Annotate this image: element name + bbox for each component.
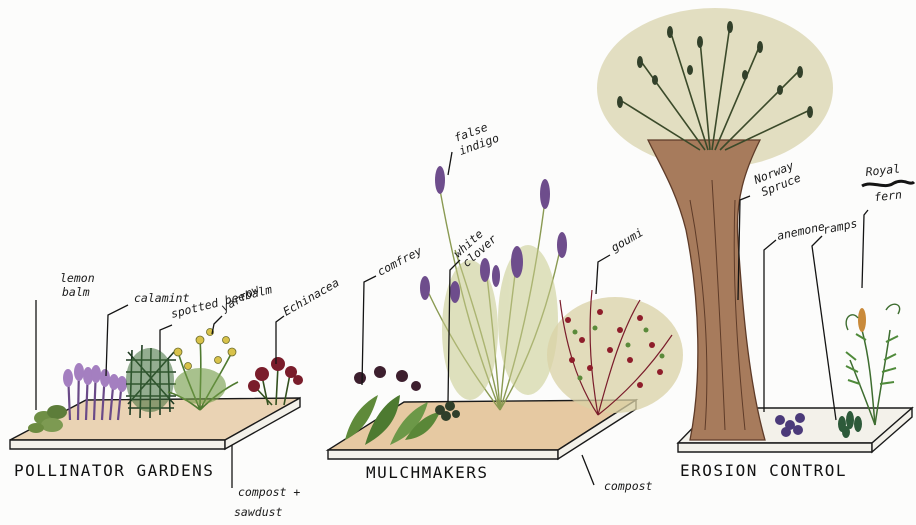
calamint-label: calamint [134,291,189,305]
lemon-balm-label: lemon balm [60,271,102,299]
royal-fern-plant [846,304,900,425]
echinacea-label: Echinacea [281,275,342,318]
erosion-control-title: EROSION CONTROL [680,461,847,480]
ramps-label: ramps [822,216,859,237]
false-indigo-foliage [442,245,558,400]
spotted-beebalm-foliage [126,348,174,412]
yarrow-leaves [174,368,226,404]
scribble-mark [862,181,914,186]
pollinator-gardens-title: POLLINATOR GARDENS [14,461,214,480]
comfrey-label: comfrey [375,243,424,278]
compost-sawdust-label: compost + sawdust [234,485,307,519]
goumi-label: goumi [609,225,646,254]
norway-spruce-label: Norway Spruce [751,156,807,200]
compost-label: compost [604,479,653,493]
false-indigo-label: false indigo [452,117,501,158]
goumi-shrub [547,290,683,415]
mulchmakers-title: MULCHMAKERS [366,463,488,482]
